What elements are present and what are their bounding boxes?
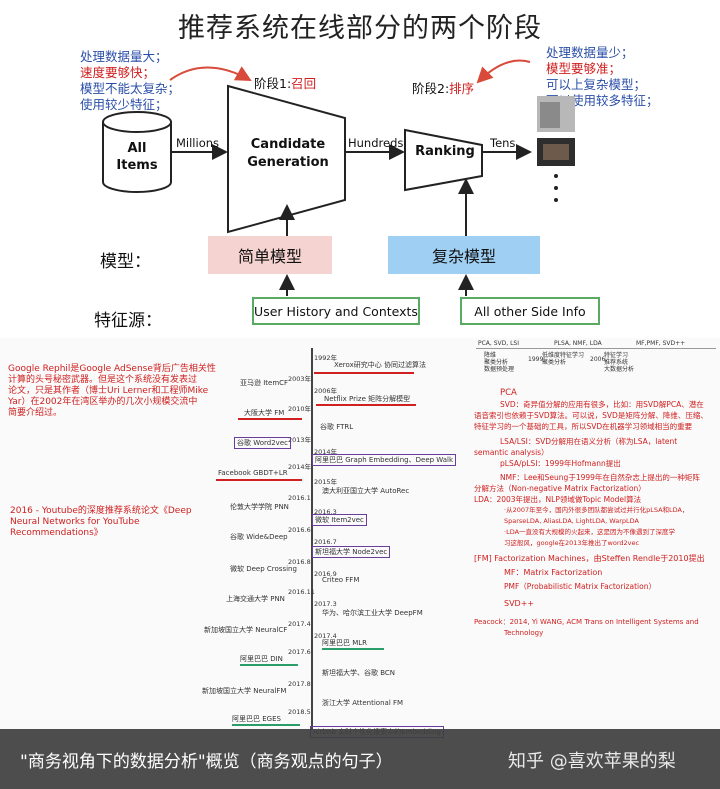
- event-deepwalk: 阿里巴巴 Graph Embedding、Deep Walk: [312, 454, 457, 466]
- left-note-4: 使用较少特征；: [80, 97, 168, 112]
- table-year-2006: 2006: [590, 356, 606, 363]
- table-col-2: 低维度特征学习聚类分析: [542, 352, 585, 366]
- ranking-label: Ranking: [415, 144, 475, 159]
- right-curve-arrow: [476, 59, 531, 84]
- simple-model-box: 简单模型: [208, 236, 332, 274]
- ranking-funnel: [404, 128, 483, 192]
- event-deep-crossing: 微软 Deep Crossing: [230, 565, 297, 573]
- right-notes: 处理数据量少； 模型要够准； 可以上复杂模型； 可以使用较多特征；: [546, 45, 659, 109]
- left-note-2: 速度要够快；: [80, 65, 156, 80]
- event-din: 阿里巴巴 DIN: [240, 655, 283, 663]
- event-xerox: Xerox研究中心 协同过滤算法: [334, 361, 426, 369]
- complex-model-box: 复杂模型: [388, 236, 540, 274]
- side-info-box: All other Side Info: [460, 297, 600, 325]
- method-table: PCA, SVD, LSI PLSA, NMF, LDA MF,PMF, SVD…: [476, 340, 716, 386]
- event-ffm: Criteo FFM: [322, 576, 360, 584]
- event-itemcf: 亚马逊 ItemCF: [240, 379, 289, 387]
- user-history-box: User History and Contexts: [252, 297, 420, 325]
- event-ftrl: 谷歌 FTRL: [320, 423, 354, 431]
- millions-label: Millions: [176, 136, 220, 150]
- candidate-funnel: [227, 84, 346, 234]
- left-curve-arrow: [169, 66, 252, 81]
- table-col-3: 特征学习推荐系统大数据分析: [604, 352, 635, 373]
- event-word2vec: 谷歌 Word2vec: [234, 437, 291, 449]
- event-node2vec: 斯坦福大学 Node2vec: [312, 546, 391, 558]
- tens-label: Tens: [490, 136, 516, 150]
- event-neuralcf: 新加坡国立大学 NeuralCF: [204, 626, 288, 634]
- right-note-3: 可以上复杂模型；: [546, 77, 647, 92]
- more-dot-3: [554, 198, 558, 202]
- stage2-label: 阶段2:排序: [412, 81, 475, 96]
- event-attentional-fm: 浙江大学 Attentional FM: [322, 699, 404, 707]
- all-items-cylinder: [102, 111, 172, 193]
- rephil-note: Google Rephil是Google AdSense背后广告相关性计算的头号…: [8, 364, 216, 418]
- watermark: 知乎 @喜欢苹果的梨: [508, 751, 676, 772]
- feature-row-label: 特征源：: [94, 311, 162, 331]
- event-netflix: Netflix Prize 矩阵分解模型: [324, 395, 411, 403]
- timeline-axis: [311, 348, 313, 730]
- event-wide-deep: 谷歌 Wide&Deep: [230, 533, 288, 541]
- event-pnn-ucl: 伦敦大学学院 PNN: [230, 503, 289, 511]
- left-notes: 处理数据量大； 速度要够快； 模型不能太复杂； 使用较少特征；: [80, 49, 180, 113]
- pipeline-diagram: [102, 59, 575, 296]
- event-gbdt-lr: Facebook GBDT+LR: [218, 469, 288, 477]
- event-deepfm: 华为、哈尔滨工业大学 DeepFM: [322, 609, 423, 617]
- page-title: 推荐系统在线部分的两个阶段: [178, 13, 542, 44]
- event-bcn: 斯坦福大学、谷歌 BCN: [322, 669, 396, 677]
- lower-composite: [0, 338, 720, 730]
- event-pnn-sjtu: 上海交通大学 PNN: [226, 595, 285, 603]
- caption-bar: [0, 729, 720, 789]
- event-autorec: 澳大利亚国立大学 AutoRec: [322, 487, 410, 495]
- hundreds-label: Hundreds: [348, 136, 404, 150]
- table-head-3: MF,PMF, SVD++: [636, 340, 686, 347]
- table-head-2: PLSA, NMF, LDA: [554, 340, 602, 347]
- table-head-1: PCA, SVD, LSI: [478, 340, 519, 347]
- event-eges: 阿里巴巴 EGES: [232, 715, 281, 723]
- table-year-1999: 1999: [528, 356, 544, 363]
- stage1-label: 阶段1:召回: [254, 76, 317, 91]
- event-item2vec: 微软 Item2vec: [312, 514, 367, 526]
- caption-text: "商务视角下的数据分析"概览（商务观点的句子）: [20, 752, 393, 772]
- event-fm: 大阪大学 FM: [244, 409, 285, 417]
- right-note-2: 模型要够准；: [546, 61, 622, 76]
- timeline-events: 1992年 Xerox研究中心 协同过滤算法 2003年 亚马逊 ItemCF …: [202, 348, 457, 738]
- more-dot-1: [554, 174, 558, 178]
- left-note-1: 处理数据量大；: [80, 49, 168, 64]
- model-row-label: 模型：: [100, 252, 151, 272]
- right-note-1: 处理数据量少；: [546, 45, 634, 60]
- table-col-1: 降维聚类分析数据预处理: [484, 352, 515, 373]
- more-dot-2: [554, 186, 558, 190]
- event-mlr: 阿里巴巴 MLR: [322, 639, 368, 647]
- left-note-3: 模型不能太复杂；: [80, 81, 181, 96]
- right-method-notes: PCA SVD：奇异值分解的应用有很多，比如：用SVD解PCA、潜在 语音索引也…: [474, 388, 708, 637]
- event-neuralfm: 新加坡国立大学 NeuralFM: [202, 687, 287, 695]
